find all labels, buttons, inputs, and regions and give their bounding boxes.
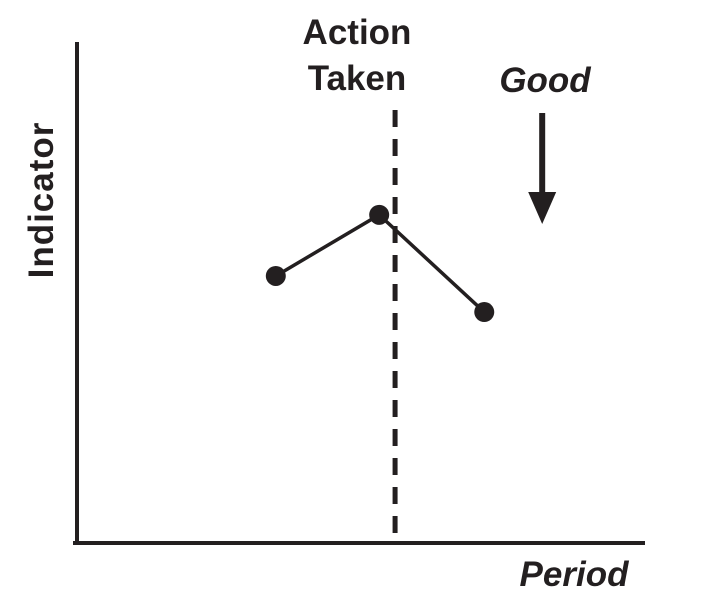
- x-axis-label: Period: [519, 555, 629, 594]
- data-point: [474, 302, 495, 323]
- action-taken-line2: Taken: [307, 59, 407, 98]
- trend-line: [274, 212, 486, 314]
- good-direction-label: Good: [499, 61, 591, 100]
- data-point: [265, 265, 286, 286]
- good-arrow-head: [528, 192, 557, 224]
- data-point: [369, 204, 390, 225]
- action-taken-label: Action Taken: [303, 10, 412, 102]
- action-taken-line1: Action: [302, 13, 412, 52]
